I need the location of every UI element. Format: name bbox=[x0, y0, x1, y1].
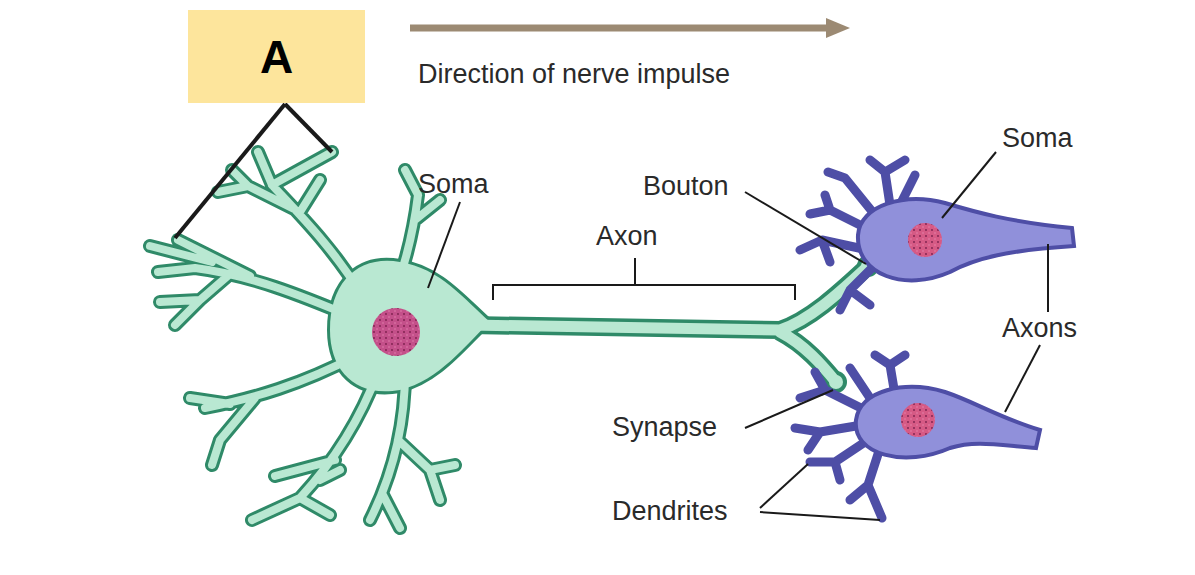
part-label: Synapse bbox=[612, 413, 717, 443]
part-label: Soma bbox=[418, 170, 489, 200]
part-label: Axons bbox=[1002, 314, 1077, 344]
part-label: Direction of nerve impulse bbox=[418, 60, 730, 90]
callout-letter: A bbox=[260, 30, 293, 84]
leader-line bbox=[175, 104, 1048, 520]
part-label: Soma bbox=[1002, 124, 1073, 154]
dendrite bbox=[150, 152, 879, 528]
nucleus bbox=[372, 308, 420, 356]
callout-box: A bbox=[188, 10, 365, 103]
direction-arrow bbox=[410, 18, 850, 38]
part-label: Bouton bbox=[643, 172, 729, 202]
part-label: Axon bbox=[596, 222, 658, 252]
part-label: Dendrites bbox=[612, 497, 728, 527]
